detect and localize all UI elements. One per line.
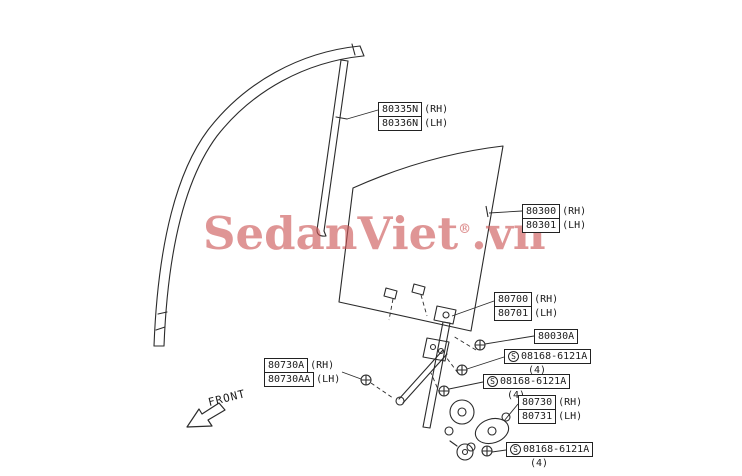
standard-part-s-icon: S xyxy=(510,444,521,455)
part-number-box: 80731 xyxy=(518,409,557,424)
window-regulator-drawing xyxy=(395,305,511,461)
door-glass-drawing xyxy=(338,145,504,332)
side-label: (RH) xyxy=(562,205,587,217)
part-number-box: 80335N xyxy=(378,102,423,117)
part-number-box: 80730 xyxy=(518,395,557,410)
standard-part-s-icon: S xyxy=(508,351,519,362)
part-number-box: 80336N xyxy=(378,116,423,131)
side-label: (RH) xyxy=(424,103,449,115)
watermark-brand: SedanViet xyxy=(203,207,459,260)
screw-icon xyxy=(438,385,450,397)
callout-door-glass: 80300 (RH) 80301 (LH) xyxy=(522,204,586,233)
side-label: (LH) xyxy=(316,373,341,385)
screw-icon xyxy=(481,445,493,457)
part-number: 08168-6121A xyxy=(523,443,590,455)
watermark: SedanViet®.vn xyxy=(203,207,546,260)
part-number: 08168-6121A xyxy=(500,375,567,387)
screw-icon xyxy=(456,364,468,376)
bolt-icons xyxy=(360,339,493,457)
side-label: (LH) xyxy=(558,410,583,422)
standard-part-s-icon: S xyxy=(487,376,498,387)
part-number-box: 80730AA xyxy=(264,372,315,387)
side-label: (RH) xyxy=(534,293,559,305)
part-number-box: 80701 xyxy=(494,306,533,321)
part-number-box: 80300 xyxy=(522,204,561,219)
quantity-label: (4) xyxy=(528,365,547,376)
side-label: (LH) xyxy=(424,117,449,129)
front-arrow-icon xyxy=(186,402,226,428)
glass-run-channel-drawing xyxy=(153,43,365,347)
part-number-box: 80030A xyxy=(534,329,579,344)
part-number-box: 80730A xyxy=(264,358,309,373)
callout-regulator: 80700 (RH) 80701 (LH) xyxy=(494,292,558,321)
side-label: (RH) xyxy=(558,396,583,408)
callout-glass-run: 80335N (RH) 80336N (LH) xyxy=(378,102,448,131)
part-number-box: 80301 xyxy=(522,218,561,233)
leader-lines xyxy=(341,109,535,453)
bolt-icon xyxy=(474,339,486,351)
callout-motor-screw: 80730A (RH) 80730AA (LH) xyxy=(264,358,340,387)
callout-bolt: 80030A xyxy=(534,329,579,344)
part-number-box: 80700 xyxy=(494,292,533,307)
side-label: (RH) xyxy=(310,359,335,371)
part-number: 08168-6121A xyxy=(521,350,588,362)
quantity-label: (4) xyxy=(530,458,549,469)
side-label: (LH) xyxy=(534,307,559,319)
quantity-label: (4) xyxy=(507,390,526,401)
registered-trademark-icon: ® xyxy=(458,222,472,237)
callout-motor: 80730 (RH) 80731 (LH) xyxy=(518,395,582,424)
assembly-guide-lines xyxy=(370,294,477,399)
screw-icon xyxy=(360,374,372,386)
side-label: (LH) xyxy=(562,219,587,231)
